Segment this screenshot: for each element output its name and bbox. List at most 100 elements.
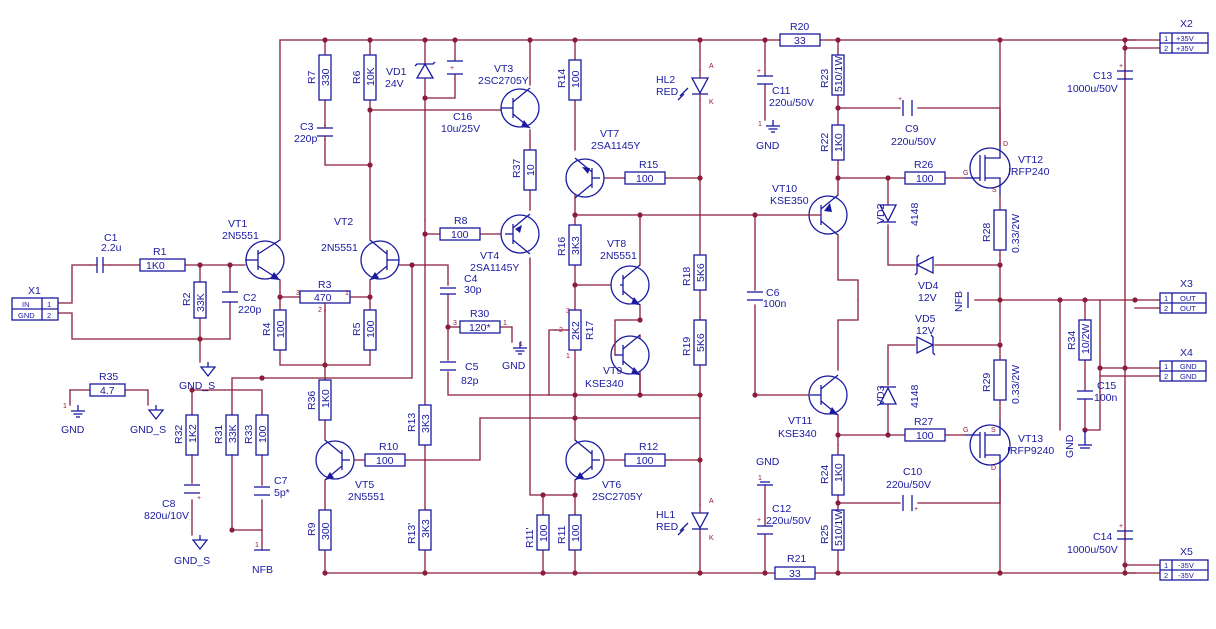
resistor-r23[interactable]: 510/1W R23 — [819, 54, 845, 96]
capacitor-c4[interactable]: C4 30p — [440, 273, 482, 296]
capacitor-c6[interactable]: C6 100n — [747, 287, 787, 310]
resistor-r8[interactable]: 100 R8 — [439, 215, 481, 241]
resistor-r37[interactable]: 10 R37 — [511, 149, 537, 191]
hl2-cathode: K — [709, 99, 714, 106]
capacitor-c7[interactable]: C7 5p* — [254, 475, 290, 499]
vt3-ref: VT3 — [494, 63, 513, 75]
resistor-r22[interactable]: 1K0 R22 — [819, 124, 845, 161]
r26-value: 100 — [916, 173, 934, 185]
connector-x3[interactable]: 1 2 OUT OUT X3 — [1159, 278, 1207, 314]
transistor-vt9[interactable]: VT9 KSE340 — [585, 334, 650, 396]
resistor-r26[interactable]: 100 R26 — [904, 159, 946, 185]
r2-ref: R2 — [181, 292, 193, 306]
resistor-r12[interactable]: 100 R12 — [624, 441, 666, 467]
capacitor-c15[interactable]: C15 100n — [1077, 380, 1118, 404]
transistor-vt11[interactable]: VT11 KSE340 — [778, 374, 848, 446]
transistor-vt3[interactable]: VT3 2SC2705Y — [478, 63, 540, 129]
resistor-r29[interactable]: 0.33/2W R29 — [981, 359, 1022, 404]
resistor-r25[interactable]: 510/1W R25 — [819, 509, 845, 551]
resistor-r9[interactable]: 300 R9 — [306, 509, 332, 551]
c9-plus: + — [898, 96, 902, 103]
transistor-vt2[interactable]: VT2 2N5551 — [321, 216, 400, 281]
x3-pin-number: 1 — [1164, 294, 1168, 303]
resistor-r2[interactable]: 33K R2 — [181, 281, 207, 319]
resistor-r28[interactable]: 0.33/2W R28 — [981, 209, 1022, 253]
c16-plus: + — [450, 65, 454, 72]
mosfet-vt12[interactable]: G D S VT12 IRFP240 — [963, 141, 1050, 195]
zener-vd1[interactable]: VD1 24V — [385, 61, 436, 90]
resistor-r3[interactable]: 470 R3 3 2 1 — [296, 279, 351, 314]
diode-vd3[interactable]: VD3 4148 — [875, 384, 921, 408]
capacitor-c5[interactable]: C5 82p — [440, 361, 479, 387]
resistor-r27[interactable]: 100 R27 — [904, 416, 946, 442]
capacitor-c9[interactable]: + C9 220u/50V — [891, 96, 936, 148]
capacitor-c1[interactable]: C1 2.2u — [89, 232, 122, 273]
r4-ref: R4 — [261, 322, 273, 336]
resistor-r1[interactable]: 1K0 R1 — [139, 246, 186, 272]
transistor-vt7[interactable]: VT7 2SA1145Y — [565, 128, 640, 199]
resistor-r16[interactable]: 3K3 R16 — [556, 224, 582, 266]
capacitor-c2[interactable]: C2 220p — [222, 291, 262, 316]
resistor-r14[interactable]: 100 R14 — [556, 59, 582, 101]
r19-ref: R19 — [681, 337, 693, 356]
vd5-ref: VD5 — [915, 313, 936, 325]
r3-ref: R3 — [318, 279, 332, 291]
capacitor-c10[interactable]: + C10 220u/50V — [886, 466, 931, 513]
resistor-r20[interactable]: 33 R20 — [779, 21, 821, 47]
vt10-value: KSE350 — [770, 195, 809, 207]
resistor-r13p[interactable]: 3K3 R13' — [406, 509, 432, 551]
resistor-r7[interactable]: 330 R7 — [306, 54, 332, 101]
resistor-r13[interactable]: 3K3 R13 — [406, 404, 432, 446]
c5-value: 82p — [461, 375, 479, 387]
resistor-r10[interactable]: 100 R10 — [364, 441, 406, 467]
connector-x4[interactable]: 1 2 GND GND X4 — [1159, 347, 1207, 382]
resistor-r31[interactable]: 33K R31 — [213, 414, 239, 456]
x3-pin-label: OUT — [1180, 304, 1196, 313]
resistor-r19[interactable]: 5K6 R19 — [681, 319, 707, 366]
capacitor-c16[interactable]: + C16 10u/25V — [441, 60, 480, 135]
mosfet-vt13[interactable]: G S D VT13 IRFP9240 — [963, 420, 1054, 480]
resistor-r15[interactable]: 100 R15 — [624, 159, 666, 185]
resistor-r24[interactable]: 1K0 R24 — [819, 454, 845, 496]
vt12-source: S — [992, 187, 997, 194]
resistor-r5[interactable]: 100 R5 — [351, 309, 377, 351]
zener-vd4[interactable]: VD4 12V — [914, 254, 939, 304]
transistor-vt4[interactable]: VT4 2SA1145Y — [470, 213, 540, 274]
r6-ref: R6 — [351, 70, 363, 84]
resistor-r18[interactable]: 5K6 R18 — [681, 254, 707, 291]
transistor-vt6[interactable]: VT6 2SC2705Y — [565, 439, 643, 503]
capacitor-c11[interactable]: + C11 220u/50V — [757, 68, 814, 109]
r14-value: 100 — [570, 70, 582, 88]
r33-value: 100 — [257, 425, 269, 443]
transistor-vt1[interactable]: VT1 2N5551 — [222, 218, 285, 281]
resistor-r35[interactable]: 4.7 R35 — [89, 371, 126, 397]
capacitor-c8[interactable]: + C8 820u/10V — [144, 484, 201, 522]
capacitor-c3[interactable]: C3 220p — [294, 121, 333, 145]
diode-vd2[interactable]: VD2 4148 — [875, 202, 921, 226]
r20-ref: R20 — [790, 21, 809, 33]
resistor-r33[interactable]: 100 R33 — [243, 414, 269, 456]
gnd-pin: 1 — [519, 341, 523, 348]
resistor-r34[interactable]: 10/2W R34 — [1066, 319, 1092, 361]
connector-x5[interactable]: 1 2 -35V -35V X5 — [1159, 546, 1209, 581]
resistor-r17[interactable]: 2K2 R17 3 2 1 — [554, 308, 596, 360]
capacitor-c13[interactable]: + C13 1000u/50V — [1067, 63, 1133, 95]
led-hl1[interactable]: A K HL1 RED — [656, 498, 714, 542]
capacitor-c14[interactable]: + C14 1000u/50V — [1067, 523, 1133, 556]
resistor-r30[interactable]: 120* R30 3 1 — [453, 308, 507, 334]
resistor-r6[interactable]: 10K R6 — [351, 54, 377, 101]
transistor-vt10[interactable]: VT10 KSE350 — [754, 183, 848, 236]
resistor-r4[interactable]: 100 R4 — [261, 309, 287, 351]
capacitor-c12[interactable]: + C12 220u/50V — [757, 503, 811, 535]
resistor-r32[interactable]: 1K2 R32 — [173, 414, 199, 456]
zener-vd5[interactable]: VD5 12V — [915, 313, 936, 356]
resistor-r21[interactable]: 33 R21 — [774, 553, 816, 580]
resistor-r11[interactable]: 100 R11 — [556, 514, 582, 551]
transistor-vt8[interactable]: VT8 2N5551 — [600, 238, 650, 306]
resistor-r36[interactable]: 1K0 R36 — [306, 379, 332, 421]
resistor-r11p[interactable]: 100 R11' — [524, 514, 550, 551]
transistor-vt5[interactable]: VT5 2N5551 — [315, 439, 385, 503]
connector-x1[interactable]: IN GND 1 2 X1 — [11, 285, 59, 321]
led-hl2[interactable]: A K HL2 RED — [656, 63, 714, 106]
connector-x2[interactable]: 1 2 +35V +35V X2 — [1159, 18, 1209, 54]
